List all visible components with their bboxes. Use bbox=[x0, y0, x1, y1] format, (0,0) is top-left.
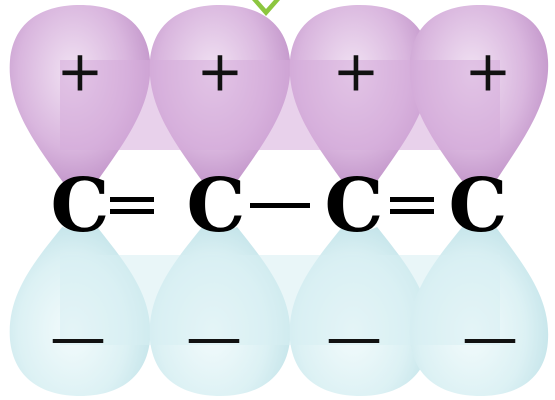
down-arrow-icon bbox=[252, 0, 280, 16]
upper-signs: + + + + bbox=[57, 40, 512, 105]
carbon-atom-label: C bbox=[187, 163, 246, 249]
lower-lobe-sign: — bbox=[50, 306, 106, 371]
lower-lobe-sign: — bbox=[462, 306, 518, 371]
single-bond bbox=[250, 203, 310, 208]
bonds bbox=[110, 197, 434, 214]
atoms: C C C C bbox=[51, 163, 508, 249]
upper-lobe-sign: + bbox=[333, 40, 380, 105]
lower-band bbox=[60, 255, 500, 345]
upper-band bbox=[60, 60, 500, 150]
lower-lobe-sign: — bbox=[326, 306, 382, 371]
upper-lobe-sign: + bbox=[197, 40, 244, 105]
double-bond-1 bbox=[110, 197, 154, 214]
carbon-atom-label: C bbox=[449, 163, 508, 249]
carbon-atom-label: C bbox=[51, 163, 110, 249]
upper-lobe-sign: + bbox=[465, 40, 512, 105]
carbon-atom-label: C bbox=[325, 163, 384, 249]
upper-lobes bbox=[9, 5, 549, 200]
lower-lobe-sign: — bbox=[186, 306, 242, 371]
upper-lobe-sign: + bbox=[57, 40, 104, 105]
lower-signs: — — — — bbox=[50, 306, 518, 371]
lower-lobes bbox=[9, 210, 549, 396]
double-bond-2 bbox=[390, 197, 434, 214]
